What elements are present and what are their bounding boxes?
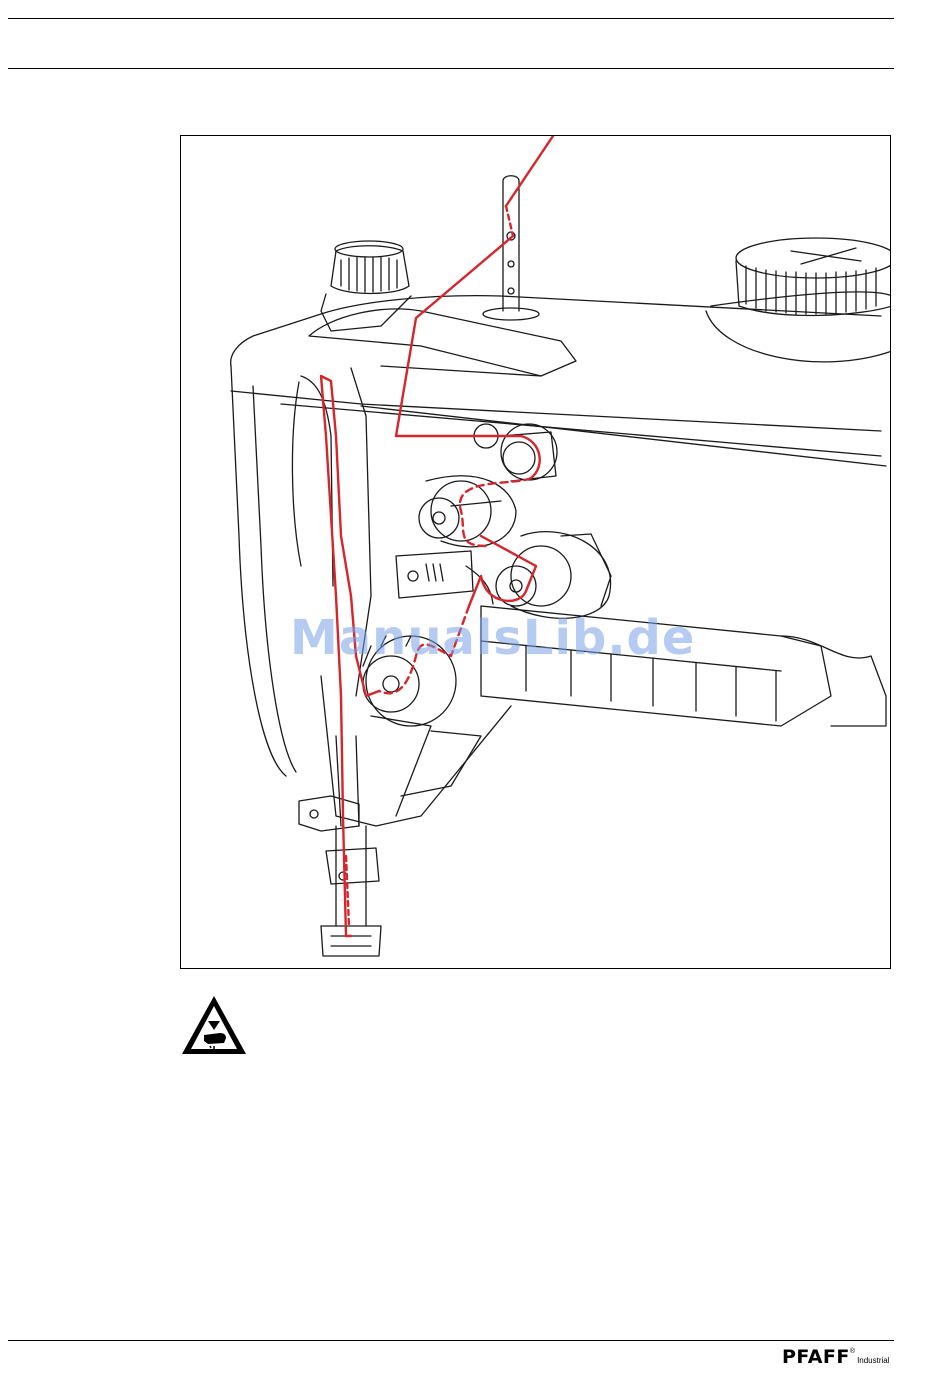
- registered-mark: ®: [850, 1348, 855, 1355]
- brand-name: PFAFF: [782, 1346, 850, 1368]
- warning-triangle-hand-icon: [180, 993, 248, 1057]
- brand-subtitle: Industrial: [857, 1356, 889, 1365]
- watermark: ManualsLib.de: [290, 606, 670, 670]
- threading-illustration: [180, 135, 891, 969]
- pfaff-logo: PFAFF®Industrial: [782, 1346, 890, 1370]
- sewing-machine-head-drawing: [181, 136, 891, 969]
- header-rule-bottom: [8, 68, 894, 69]
- header-rule-top: [8, 18, 894, 19]
- footer-rule: [8, 1340, 894, 1341]
